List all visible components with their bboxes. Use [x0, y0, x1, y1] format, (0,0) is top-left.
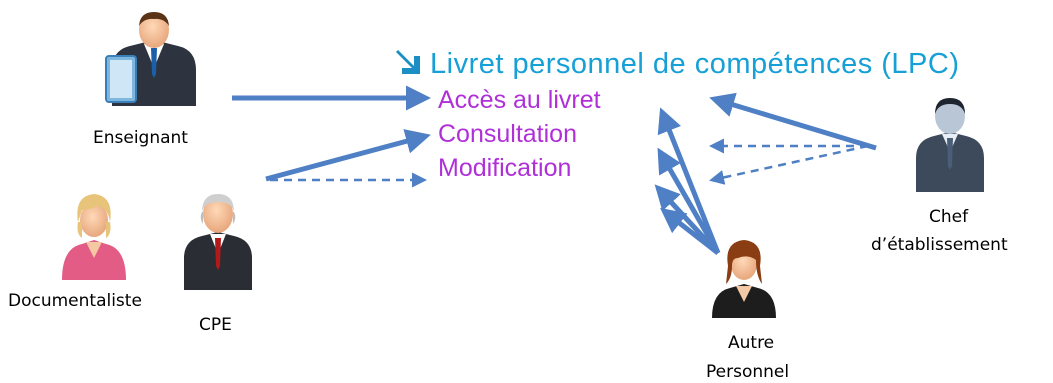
arrow-chef-modification [709, 144, 869, 185]
label-autre-line2: Personnel [706, 362, 790, 382]
teacher-icon [105, 12, 196, 106]
autre-personnel-icon [712, 240, 776, 318]
arrow-corner-icon [394, 50, 420, 74]
label-autre-line1: Autre [728, 333, 775, 353]
label-cpe: CPE [199, 315, 232, 335]
documentalist-icon [62, 194, 126, 280]
action-modification: Modification [438, 154, 572, 182]
arrow-autre-modification-2 [660, 207, 720, 255]
diagram-title: Livret personnel de compétences (LPC) [430, 48, 960, 80]
arrow-autre-acces [657, 107, 721, 254]
action-acces: Accès au livret [438, 86, 601, 114]
action-consultation: Consultation [438, 120, 577, 148]
chef-icon [916, 98, 984, 192]
arrow-cpe-consultation [265, 129, 431, 182]
label-chef-line1: Chef [929, 207, 969, 227]
label-chef-line2: d’établissement [871, 235, 1008, 255]
arrows [232, 85, 877, 255]
label-enseignant: Enseignant [93, 128, 188, 148]
cpe-icon [184, 194, 252, 290]
arrow-autre-consultation [657, 147, 721, 255]
label-documentaliste: Documentaliste [8, 291, 142, 311]
arrow-chef-acces [709, 92, 877, 151]
